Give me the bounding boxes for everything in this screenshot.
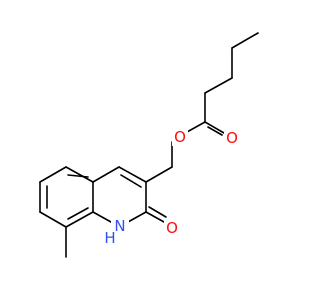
bond-ring-c2-n1	[127, 211, 147, 223]
svg-text:H: H	[104, 229, 115, 247]
bond-ester-carbonyl-double-a	[204, 121, 225, 134]
bond-benz-c7-c8	[39, 211, 67, 228]
svg-text:O: O	[166, 219, 178, 237]
bond-ring-carbonyl-double-a	[145, 211, 165, 223]
bond-ring-carbonyl-double-b	[148, 206, 167, 218]
bond-ring-c3-c4	[118, 166, 147, 183]
bond-chain-c3-c4	[204, 77, 233, 94]
bond-ring-n1-c8a	[92, 211, 112, 223]
ring-nitrogen-label: N	[111, 217, 129, 235]
bond-carbonyl-ester-oxygen	[186, 121, 206, 133]
bond-benz-c4a-c5	[65, 166, 94, 183]
bond-methylene-ring-c3	[145, 166, 173, 183]
bond-benz-c8-c8a	[65, 211, 94, 228]
ring-nitrogen-hydrogen-label: H	[104, 229, 116, 247]
bond-benz-c8-c8a-inner	[67, 207, 89, 220]
bond-benz-c5-c6	[39, 166, 67, 183]
bond-benz-c4a-c5-inner	[67, 174, 89, 178]
molecule-structure-diagram: O O O N H	[39, 32, 259, 258]
svg-text:N: N	[114, 217, 125, 235]
svg-text:O: O	[226, 129, 238, 147]
bond-ring-c4-c4a	[92, 166, 120, 183]
ester-oxygen-label: O	[172, 128, 188, 146]
svg-text:O: O	[174, 128, 186, 146]
ester-carbonyl-oxygen-label: O	[224, 129, 240, 147]
ring-carbonyl-oxygen-label: O	[164, 219, 180, 237]
bond-chain-c1-c2	[231, 32, 259, 49]
bond-ester-carbonyl-double-b	[207, 126, 223, 136]
bond-ring-c3-c4-inner	[120, 174, 142, 188]
